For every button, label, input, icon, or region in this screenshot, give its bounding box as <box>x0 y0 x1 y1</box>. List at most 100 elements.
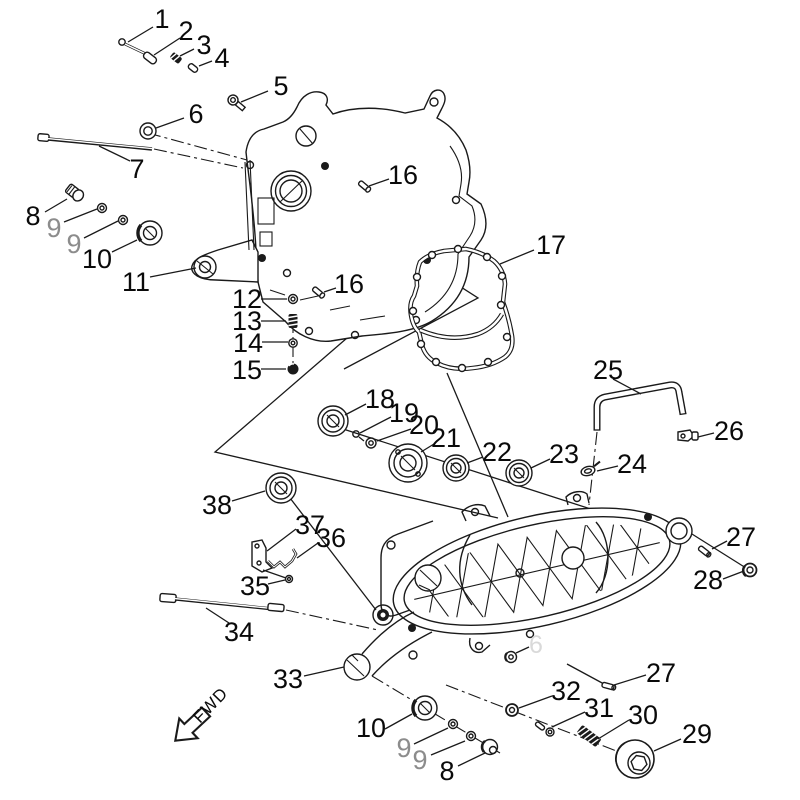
right-boss <box>665 517 693 545</box>
callout-9-top-a: 9 <box>46 213 61 243</box>
part-5-screw <box>227 94 247 112</box>
callout-31: 31 <box>584 693 614 723</box>
callout-12: 12 <box>232 284 262 314</box>
gasket-bolt-holes <box>408 244 512 373</box>
callout-10-top: 10 <box>82 244 112 274</box>
rod7-centerline <box>153 148 244 169</box>
part-13-spring <box>288 314 298 328</box>
callout-14: 14 <box>233 328 263 358</box>
nut6-centerline <box>147 132 248 161</box>
part-38-oil-seal <box>265 472 297 504</box>
dowel27-axis-line <box>683 528 747 569</box>
part-25-breather-tube <box>593 381 687 431</box>
callout-8-bottom: 8 <box>439 756 454 786</box>
callout-16-top: 16 <box>388 160 418 190</box>
callout-21: 21 <box>431 423 461 453</box>
callout-19: 19 <box>389 398 419 428</box>
part-3-spring <box>170 52 182 64</box>
fwd-direction-marker: FWD <box>174 684 232 742</box>
drain-centerline <box>445 684 651 765</box>
part-26-clip <box>677 429 699 442</box>
part-35-screw <box>284 574 294 584</box>
part-10-roller-top <box>136 220 163 246</box>
bolt-dark <box>258 254 266 262</box>
part-30-spring <box>576 725 601 747</box>
part-29-drain-cup <box>615 739 655 779</box>
dowel27b-axis-line <box>566 663 605 685</box>
shaft-hole <box>561 546 585 570</box>
callout-28: 28 <box>693 565 723 595</box>
crankcase-gasket <box>408 244 515 373</box>
callout-3: 3 <box>196 30 211 60</box>
part-32-washer <box>505 703 519 717</box>
callout-32: 32 <box>551 676 581 706</box>
part-18-oil-seal <box>317 405 349 437</box>
part-6-screw-faint <box>504 650 518 664</box>
part-14-washer <box>288 338 298 348</box>
part-12-nut <box>287 293 299 305</box>
callout-29: 29 <box>682 719 712 749</box>
part-16-screw-top <box>357 180 372 193</box>
callout-18: 18 <box>365 384 395 414</box>
part-27-dowel-bottom <box>601 681 617 691</box>
callout-8-top: 8 <box>25 201 40 231</box>
callout-37: 37 <box>295 510 325 540</box>
part-9-washer <box>465 730 477 742</box>
lower-arm <box>361 611 433 677</box>
callout-24: 24 <box>617 449 647 479</box>
callout-23: 23 <box>549 439 579 469</box>
front-bracket <box>380 520 434 617</box>
part-24-clamp <box>580 460 601 477</box>
callout-10-bottom: 10 <box>356 713 386 743</box>
callout-27-bottom: 27 <box>646 658 676 688</box>
part-34-rod <box>159 592 285 613</box>
part-9-washer <box>447 718 459 730</box>
callout-9-bottom-b: 9 <box>412 745 427 775</box>
callout-9-top-b: 9 <box>66 229 81 259</box>
part-8-plug-bottom <box>480 738 499 756</box>
rod34-centerline <box>285 609 379 631</box>
callout-22: 22 <box>482 437 512 467</box>
part-7-rod <box>37 133 153 151</box>
part-1-lever <box>118 38 158 65</box>
callout-labels: 1 2 3 4 5 6 7 8 9 9 10 11 12 13 14 15 16… <box>25 4 756 786</box>
leader-lines <box>44 26 745 767</box>
callout-11: 11 <box>122 267 150 297</box>
upper-crankcase-half <box>191 89 487 342</box>
callout-6-faint: 6 <box>529 631 543 659</box>
callout-34: 34 <box>224 617 254 647</box>
bolt-dark <box>321 162 329 170</box>
callout-33: 33 <box>273 664 303 694</box>
callout-4: 4 <box>214 43 229 73</box>
part-36-wire <box>267 548 298 569</box>
lower-arm-eyelet <box>343 653 371 681</box>
bearing-axis-line <box>339 427 601 513</box>
part-15-cap <box>287 363 299 375</box>
callout-9-bottom-a: 9 <box>396 733 411 763</box>
callout-2: 2 <box>178 16 193 46</box>
callout-5: 5 <box>273 71 288 101</box>
callout-30: 30 <box>628 700 658 730</box>
part-9-washer <box>117 214 129 226</box>
part-8-plug-top <box>64 183 85 202</box>
part-20-washer <box>365 437 377 449</box>
fwd-arrow-icon <box>174 706 212 742</box>
part-16-screw-mid <box>311 286 326 299</box>
parts <box>37 38 758 779</box>
callout-27-top: 27 <box>726 522 756 552</box>
part-21-bearing <box>388 443 428 483</box>
callout-20: 20 <box>409 410 439 440</box>
part-22-bearing <box>442 454 470 482</box>
fwd-label: FWD <box>189 684 232 727</box>
part-37-bracket <box>251 539 287 579</box>
clutch-contour <box>595 521 609 594</box>
callout-16-mid: 16 <box>334 269 364 299</box>
part-28-ring <box>741 562 758 578</box>
gasket-case-align-line <box>446 372 509 518</box>
callout-6: 6 <box>188 99 203 129</box>
part-6-nut <box>139 122 157 140</box>
callout-17: 17 <box>536 230 566 260</box>
callout-38: 38 <box>202 490 232 520</box>
